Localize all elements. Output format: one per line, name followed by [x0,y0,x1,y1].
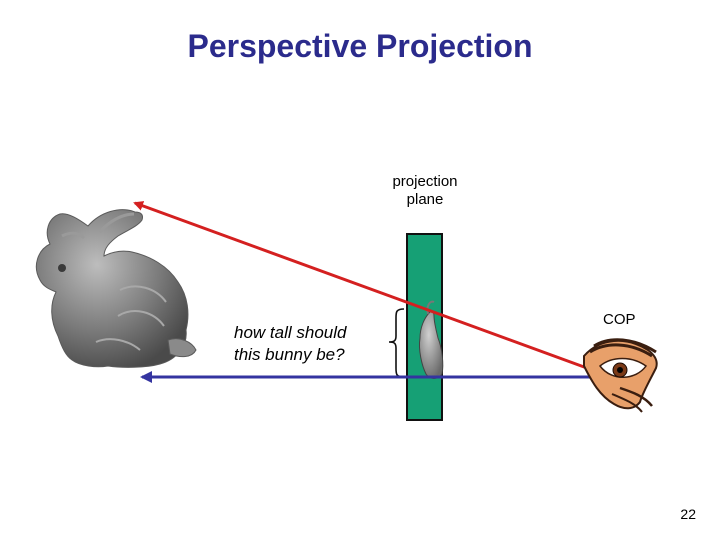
projection-plane-label: projection plane [370,173,480,209]
projected-bunny [419,300,444,379]
projection-ray [133,201,607,377]
question-line2: this bunny be? [234,345,345,364]
projection-label-line2: plane [406,191,444,208]
bunny-object [35,209,197,368]
page-number: 22 [680,506,696,522]
height-brace [388,308,405,378]
slide-title: Perspective Projection [187,28,533,64]
question-line1: how tall should [234,323,347,342]
eye-icon [583,338,658,413]
question-text: how tall should this bunny be? [234,322,346,366]
cop-label: COP [603,311,636,328]
projection-label-line1: projection [392,173,458,190]
